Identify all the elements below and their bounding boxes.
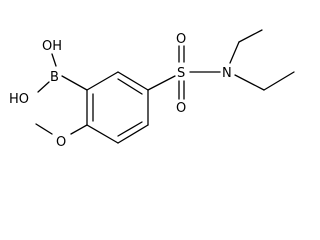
atom-oh-bottom: HO [9,92,29,107]
c-o-methoxy-bond [70,124,88,135]
ethyl-top-ch2-ch3-bond [238,29,263,43]
ring-bond-6 [86,71,119,91]
o-ch3-bond [35,123,53,135]
c-b-bond [61,75,88,91]
ring-inner-bond-2 [117,121,143,137]
b-oh-bottom-bond [37,81,50,93]
b-oh-top-bond [51,53,57,67]
atom-oh-top: OH [42,39,62,54]
atom-nitrogen: N [222,66,232,81]
atom-methoxy-oxygen: O [56,135,66,150]
sulfonamide-group: O S O [147,32,221,116]
atom-boron: B [50,70,59,85]
benzene-ring [86,71,149,144]
ring-bond-3 [117,124,149,144]
boronic-acid-group: OH B HO [9,39,88,107]
ring-inner-bond-3 [117,78,143,95]
methoxy-group: O [35,123,88,150]
diethylamino-group: N [222,29,295,91]
ring-bond-2 [86,124,119,144]
n-ethyl-bottom-bond [234,74,265,91]
n-ethyl-top-bond [229,41,240,64]
ring-bond-5 [117,71,149,91]
ethyl-bottom-ch2-ch3-bond [263,71,295,91]
atom-sulfur: S [177,66,185,81]
chemical-structure: OH B HO O O S O N [9,29,295,150]
c-s-bond [147,75,176,91]
atom-sulfonyl-oxygen-bottom: O [176,101,186,116]
atom-sulfonyl-oxygen-top: O [176,32,186,47]
